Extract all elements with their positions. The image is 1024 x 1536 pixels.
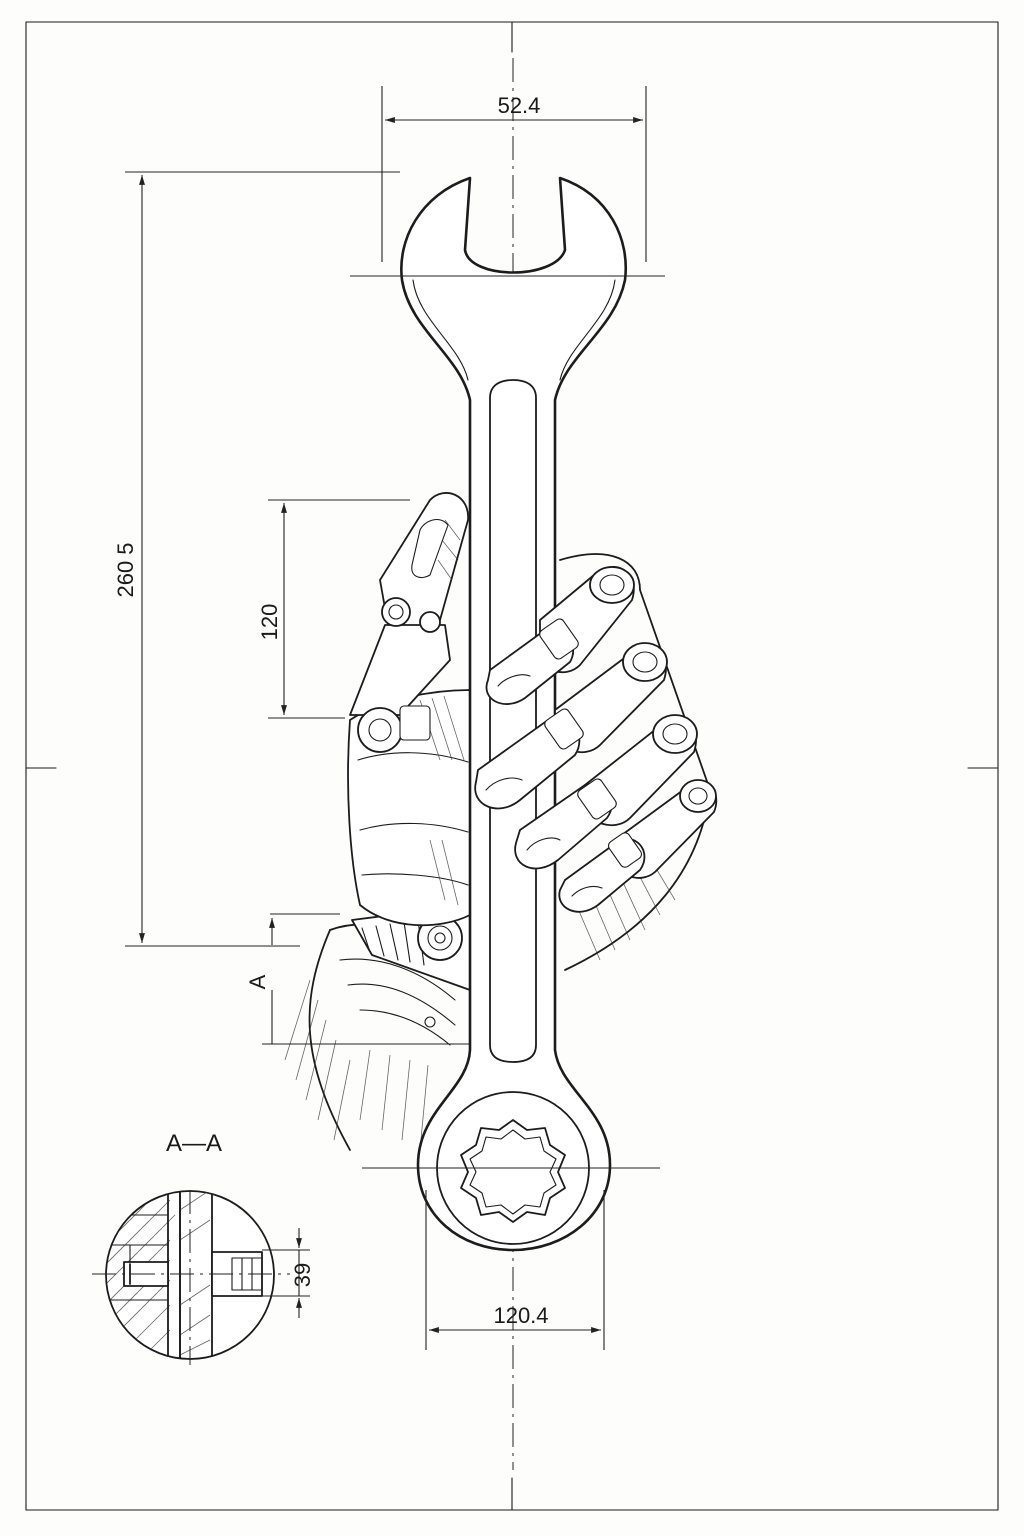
dim-grip-span: [268, 499, 410, 719]
dim-bolt-dia: [262, 1228, 310, 1318]
robot-thumb: [349, 492, 469, 753]
dim-ring-width-label: 120.4: [493, 1303, 548, 1328]
section-marker: [262, 913, 470, 1045]
frame-center-marks: [25, 21, 999, 1511]
dim-jaw-width-label: 52.4: [498, 93, 541, 118]
robot-finger-3: [514, 714, 698, 870]
section-marker-label: A: [245, 974, 270, 989]
robot-fingers: [474, 565, 718, 913]
dim-jaw-width: [350, 86, 665, 277]
robot-finger-2: [474, 642, 668, 810]
dim-overall-length-label: 260 5: [113, 542, 138, 597]
section-view-title: A—A: [166, 1130, 222, 1157]
dim-overall-length: [125, 171, 400, 947]
wrench-icon: [400, 176, 628, 1252]
robot-finger-1: [485, 565, 635, 705]
dim-ring-width: [362, 1167, 660, 1350]
dim-grip-span-label: 120: [257, 604, 282, 641]
robot-finger-4: [558, 779, 718, 913]
section-view-detail: [92, 1190, 290, 1365]
dim-bolt-dia-label: 39: [290, 1263, 315, 1287]
robot-forearm: [284, 904, 471, 1151]
